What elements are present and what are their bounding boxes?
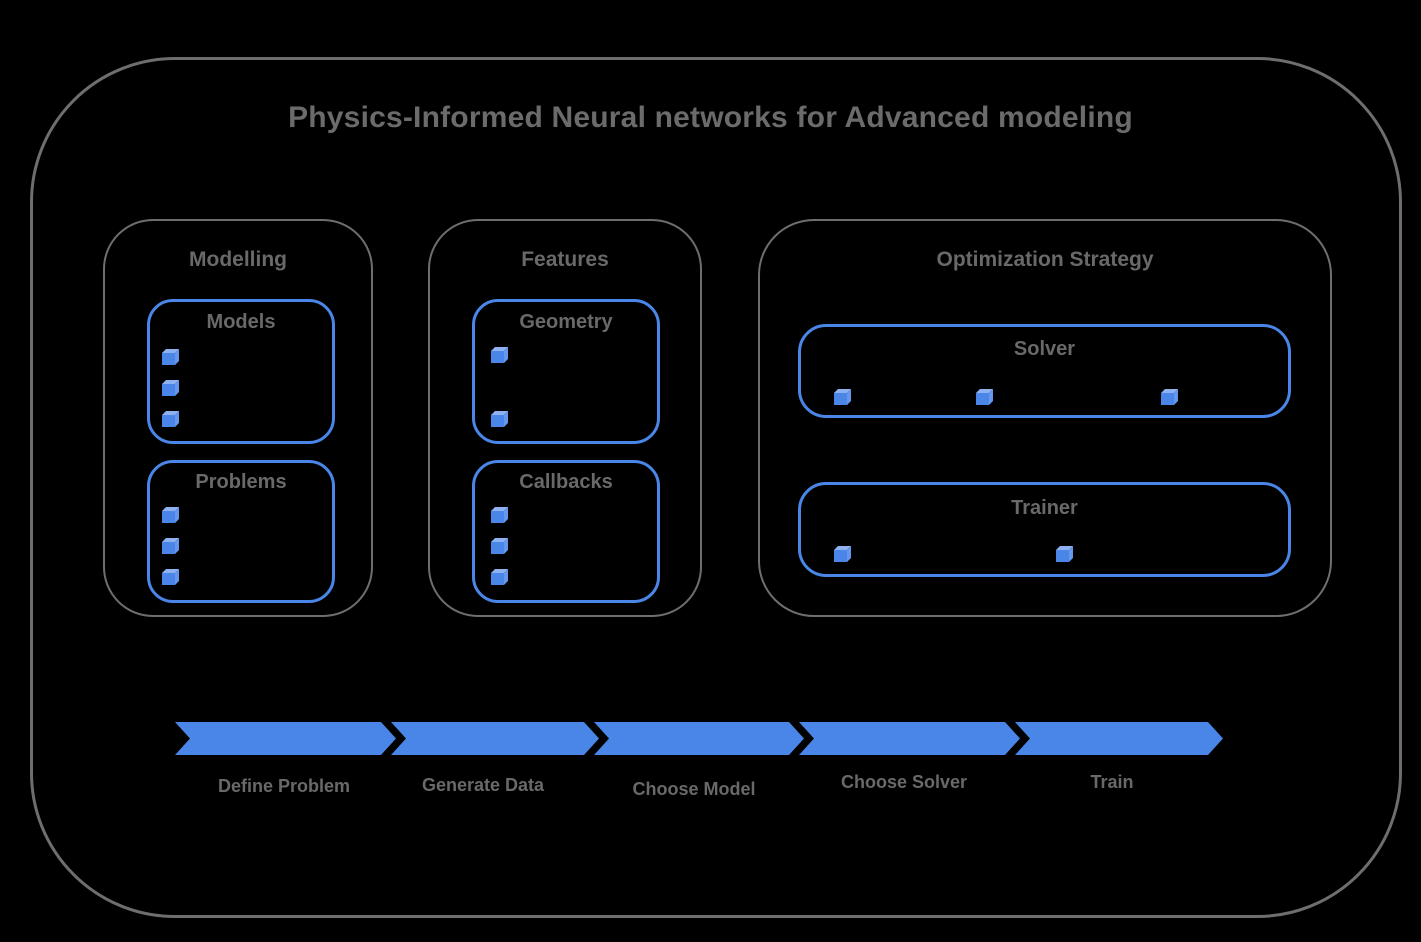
arrow-segment-define-problem bbox=[175, 722, 396, 755]
step-label-define-problem: Define Problem bbox=[217, 776, 351, 796]
cube-icon bbox=[162, 380, 179, 396]
cube-icon bbox=[491, 347, 508, 363]
cube-icon bbox=[162, 349, 179, 365]
process-flow-arrow bbox=[175, 722, 1223, 755]
step-label-choose-model: Choose Model bbox=[632, 779, 756, 799]
box-callbacks-title: Callbacks bbox=[519, 471, 613, 493]
cube-icon bbox=[162, 411, 179, 427]
cube-icon bbox=[491, 569, 508, 585]
step-label-train: Train bbox=[1090, 772, 1134, 792]
cube-icon bbox=[834, 546, 851, 562]
outer-frame bbox=[30, 57, 1402, 918]
box-trainer-title: Trainer bbox=[1011, 497, 1078, 519]
box-models-title: Models bbox=[206, 311, 276, 333]
cube-icon bbox=[162, 507, 179, 523]
cube-icon bbox=[162, 569, 179, 585]
step-label-generate-data: Generate Data bbox=[421, 775, 545, 795]
cube-icon bbox=[1056, 546, 1073, 562]
group-optimization-strategy: Optimization Strategy Solver Trainer bbox=[758, 219, 1332, 617]
box-solver-title: Solver bbox=[1013, 338, 1076, 360]
box-geometry-title: Geometry bbox=[519, 311, 613, 333]
group-features: Features Geometry Callbacks bbox=[428, 219, 702, 617]
box-callbacks: Callbacks bbox=[472, 460, 660, 603]
step-label-choose-solver: Choose Solver bbox=[840, 772, 968, 792]
arrow-segment-generate-data bbox=[391, 722, 599, 755]
cube-icon bbox=[491, 411, 508, 427]
cube-icon bbox=[491, 507, 508, 523]
box-geometry: Geometry bbox=[472, 299, 660, 444]
group-optimization-strategy-title: Optimization Strategy bbox=[936, 248, 1154, 271]
group-modelling: Modelling Models Problems bbox=[103, 219, 373, 617]
group-features-title: Features bbox=[521, 248, 609, 271]
arrow-segment-choose-solver bbox=[799, 722, 1020, 755]
box-problems-title: Problems bbox=[195, 471, 287, 493]
cube-icon bbox=[834, 389, 851, 405]
box-models: Models bbox=[147, 299, 335, 444]
arrow-segment-train bbox=[1015, 722, 1223, 755]
box-problems: Problems bbox=[147, 460, 335, 603]
group-modelling-title: Modelling bbox=[189, 248, 287, 271]
cube-icon bbox=[162, 538, 179, 554]
arrow-segment-choose-model bbox=[594, 722, 804, 755]
cube-icon bbox=[1161, 389, 1178, 405]
cube-icon bbox=[491, 538, 508, 554]
box-solver: Solver bbox=[798, 324, 1291, 418]
cube-icon bbox=[976, 389, 993, 405]
diagram-title: Physics-Informed Neural networks for Adv… bbox=[288, 101, 1133, 134]
box-trainer: Trainer bbox=[798, 482, 1291, 577]
